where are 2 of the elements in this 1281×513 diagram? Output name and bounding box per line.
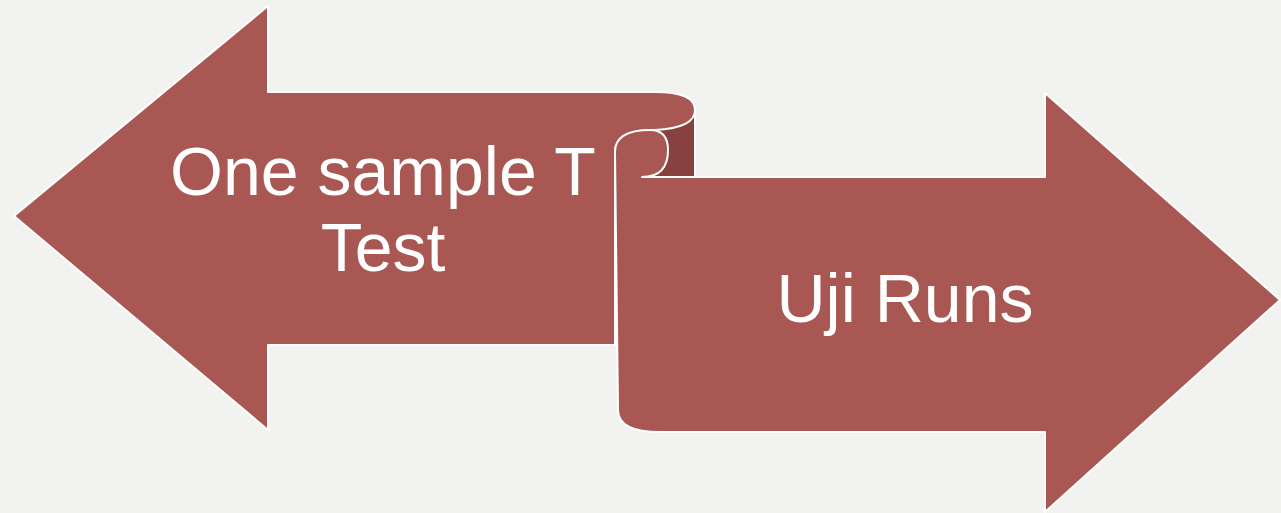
arrow-label: Uji Runs xyxy=(775,260,1035,337)
arrow-label: One sample T Test xyxy=(169,133,597,286)
